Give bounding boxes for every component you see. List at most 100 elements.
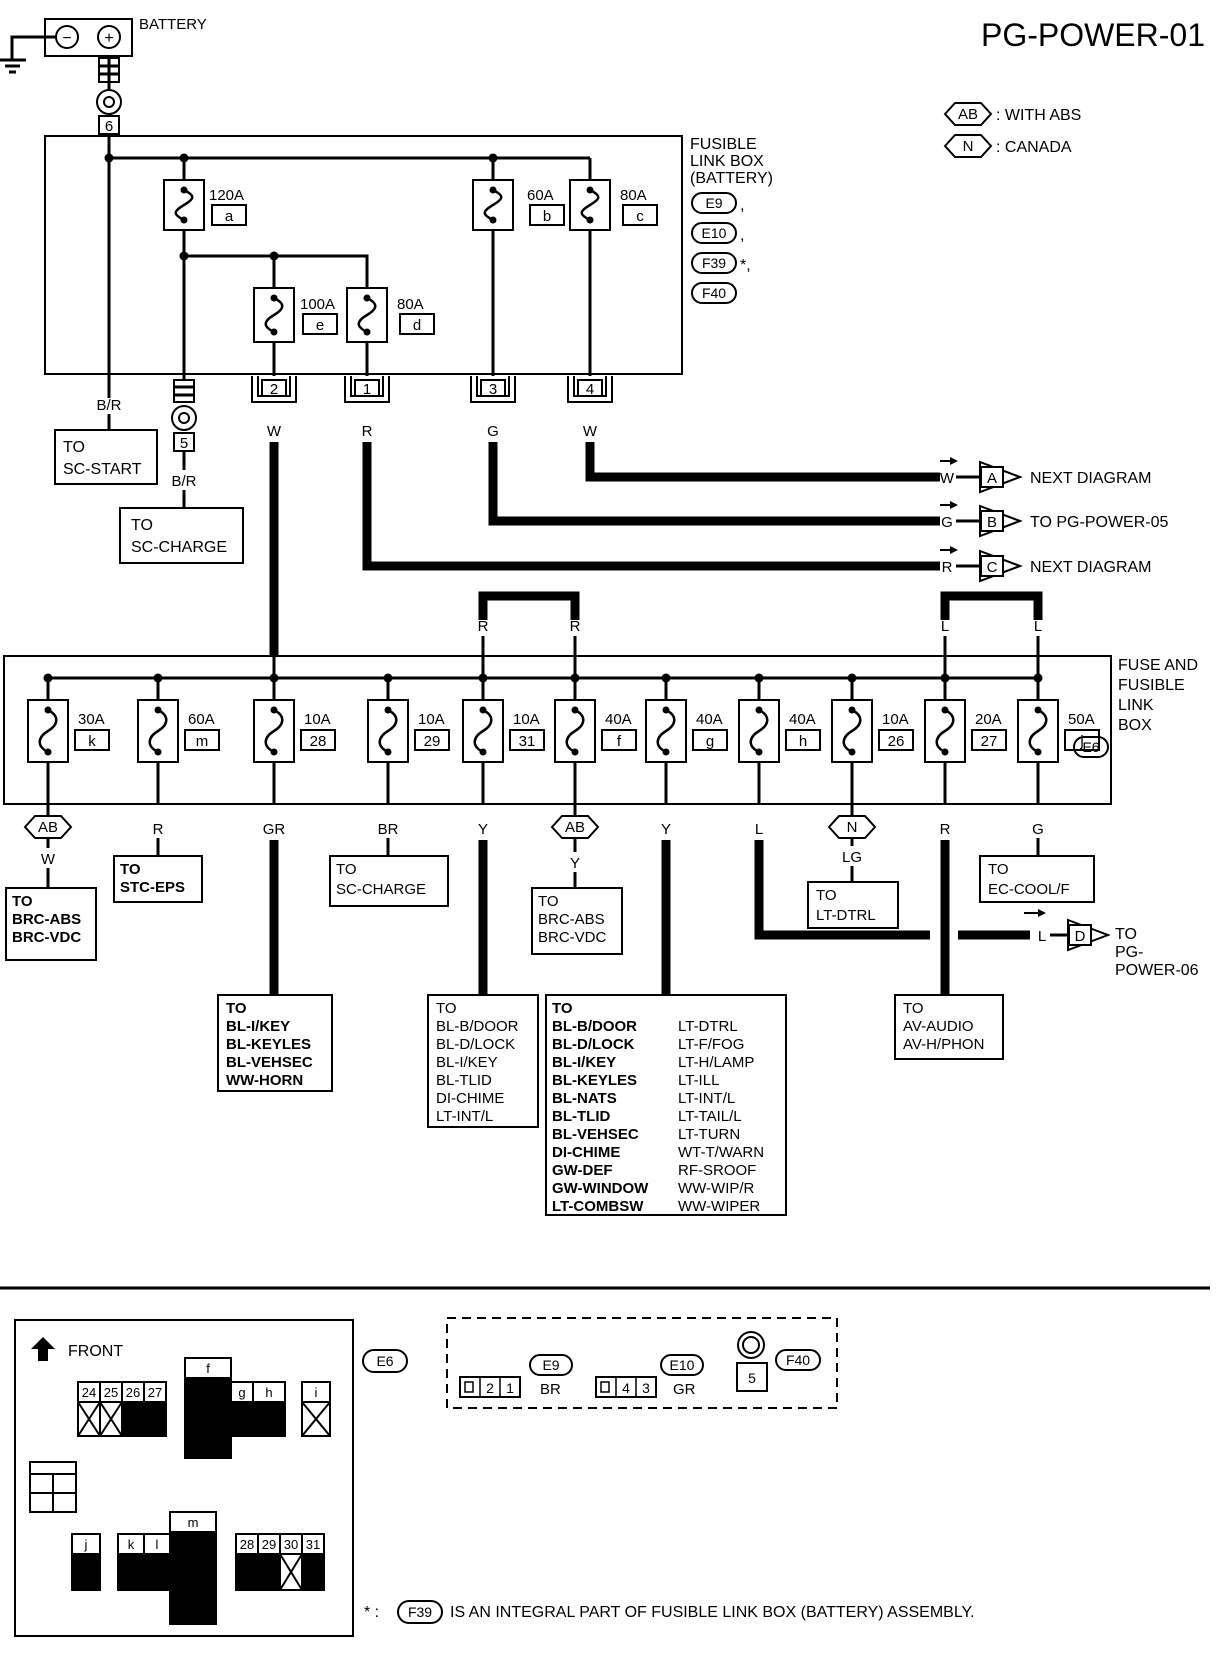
main-harness: W R G W — [267, 423, 940, 656]
fb-fuse-id-box — [74, 729, 110, 751]
dest-sc-start — [54, 429, 158, 485]
terminal-label: 3 — [489, 381, 497, 398]
dest-av-line: AV-H/PHON — [903, 1036, 984, 1053]
junction-dot — [179, 153, 189, 163]
e6-cell-f: f — [206, 1361, 210, 1376]
fb-fuse-id: 29 — [424, 733, 441, 750]
flb-fuse-amp: 60A — [527, 187, 554, 204]
dest-big-left-line: DI-CHIME — [552, 1144, 620, 1161]
conn-e10-lock-icon — [600, 1381, 610, 1393]
dest-ec-line: EC-COOL/F — [988, 881, 1070, 898]
flb-fuse-amp: 80A — [620, 187, 647, 204]
fuse-terminal-dot — [270, 294, 278, 302]
fuse-element-icon — [1028, 708, 1048, 754]
dest-bl-1-line: BL-KEYLES — [226, 1036, 311, 1053]
battery-positive-sign: + — [104, 30, 113, 47]
footnote: * : F39 IS AN INTEGRAL PART OF FUSIBLE L… — [364, 1600, 975, 1624]
flb-fuse-amp: 100A — [300, 296, 335, 313]
fb-fuse-f — [554, 699, 596, 763]
terminal-label: 4 — [586, 381, 594, 398]
dest-big-left-line: BL-TLID — [552, 1108, 610, 1125]
fuse-terminal-dot — [479, 706, 487, 714]
dest-av-line: TO — [903, 1000, 924, 1017]
flb-connector-punct: , — [740, 227, 744, 244]
fb-title-4: BOX — [1118, 717, 1152, 734]
fuse-box-frame — [3, 655, 1112, 805]
e6-slot-j — [71, 1553, 101, 1591]
e6-slot-gh — [230, 1401, 286, 1437]
fb-fuse-id: m — [196, 733, 209, 750]
ab-option-badge — [23, 815, 73, 839]
wire-color: G — [1032, 821, 1044, 838]
fb-fuse-id: g — [706, 733, 714, 750]
fuse-body — [163, 179, 205, 231]
dest-big-right-line: LT-DTRL — [678, 1018, 738, 1035]
arrow-text: TO PG-POWER-05 — [1030, 514, 1168, 531]
cross-mark-icon — [301, 1401, 331, 1437]
fb-fuse-k — [27, 699, 69, 763]
fb-fuse-amp: 20A — [975, 711, 1002, 728]
fuse-terminal-dot — [941, 706, 949, 714]
wire-color-br-2: B/R — [171, 473, 196, 490]
terminal-box — [577, 379, 603, 397]
front-arrow-icon — [31, 1337, 55, 1361]
e6-cell-g: g — [238, 1385, 245, 1400]
dest-sc-charge-upper-to: TO — [131, 517, 153, 534]
wire-color: R — [940, 821, 951, 838]
fb-fuse-id-box — [601, 729, 637, 751]
fb-fuse-amp: 10A — [304, 711, 331, 728]
dest-brc-2-line: BRC-ABS — [538, 911, 605, 928]
destination-boxes: TOBRC-ABSBRC-VDCTOSTC-EPSTOBL-I/KEYBL-KE… — [5, 855, 1095, 1216]
flb-connector-punct: *, — [740, 257, 751, 274]
fb-connector-e6-label: E6 — [1082, 739, 1099, 755]
harness-wire — [585, 442, 940, 482]
terminal-6-label: 6 — [105, 118, 113, 135]
fusible-link-symbol — [98, 57, 120, 83]
fb-fuse-id: k — [88, 733, 96, 750]
battery: − + BATTERY 6 — [0, 16, 207, 135]
junction-dot — [269, 673, 279, 683]
dest-big-right-line: LT-TURN — [678, 1126, 740, 1143]
conn-f40-pin: 5 — [748, 1370, 756, 1386]
flb-connector-F39-label: F39 — [702, 255, 726, 271]
e6-slot-f — [184, 1377, 232, 1459]
ring-terminal-icon — [171, 405, 197, 431]
harness-wire — [362, 442, 940, 571]
fuse-terminal-dot — [479, 748, 487, 756]
conn-f40-ring-inner — [742, 1336, 760, 1354]
junction-dot — [179, 251, 189, 261]
dest-brc-1-line: TO — [12, 893, 33, 910]
dest-big-left-line: LT-COMBSW — [552, 1198, 644, 1215]
cross-mark-icon — [99, 1401, 123, 1437]
fb-title-3: LINK — [1118, 697, 1154, 714]
e6-slot-kl — [117, 1553, 171, 1591]
e6-cell-29: 29 — [262, 1537, 276, 1552]
dest-big-right-line: LT-ILL — [678, 1072, 719, 1089]
fuse-terminal-dot — [571, 748, 579, 756]
flb-connector-F40 — [691, 282, 737, 304]
legend-ab-code: AB — [958, 106, 978, 123]
conn-e9-lock-icon — [464, 1381, 474, 1393]
footnote-f39-badge — [397, 1600, 443, 1624]
fuse-element-icon — [935, 708, 955, 754]
flb-connector-E9 — [691, 192, 737, 214]
arrow-text: NEXT DIAGRAM — [1030, 470, 1152, 487]
dest-sc-start-label: SC-START — [63, 461, 142, 478]
arrow-text: NEXT DIAGRAM — [1030, 559, 1152, 576]
fuse-element-icon — [264, 296, 284, 334]
fuse-terminal-dot — [489, 216, 497, 224]
flb-fuse-amp: 80A — [397, 296, 424, 313]
fb-fuse-id-box — [1064, 729, 1100, 751]
fuse-element-icon — [749, 708, 769, 754]
junction-dot — [153, 673, 163, 683]
e6-cell-h: h — [265, 1385, 272, 1400]
conn-f40-face — [736, 1362, 768, 1392]
dest-bl-1-line: BL-I/KEY — [226, 1018, 290, 1035]
fb-fuse-id-box — [692, 729, 728, 751]
flb-connector-E9-label: E9 — [705, 195, 722, 211]
flb-fuse-e — [253, 287, 295, 343]
terminal-box — [261, 379, 287, 397]
